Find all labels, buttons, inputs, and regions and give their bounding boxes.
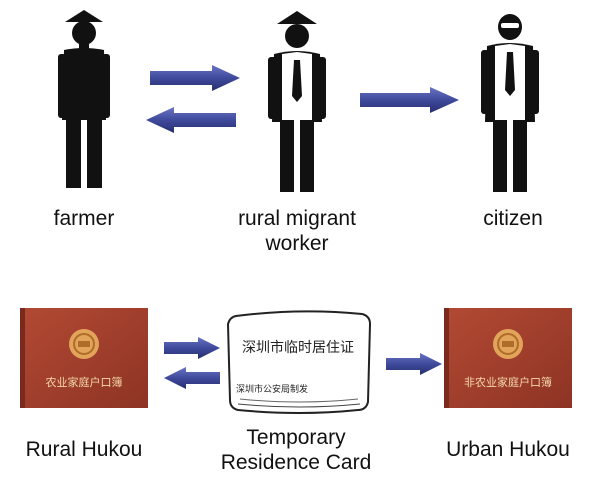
rural-hukou-label: Rural Hukou <box>25 438 143 461</box>
arrow-temporary-to-urban-icon <box>386 353 442 375</box>
arrow-farmer-to-migrant-icon <box>150 65 240 91</box>
citizen-label: citizen <box>483 207 543 230</box>
migrant-worker-label-line1: rural migrant <box>238 207 356 230</box>
temporary-residence-card-label-line2: Residence Card <box>220 451 372 474</box>
arrow-migrant-to-farmer-icon <box>146 107 236 133</box>
arrow-temporary-to-rural-icon <box>164 367 220 389</box>
temporary-residence-card-icon: 深圳市临时居住证 深圳市公安局制发 <box>226 310 372 414</box>
migrant-worker-label-line2: worker <box>265 232 329 255</box>
card-title-text: 深圳市临时居住证 <box>242 339 354 356</box>
temporary-residence-card-label: Temporary Residence Card <box>211 425 381 475</box>
urban-hukou-label: Urban Hukou <box>446 438 570 461</box>
urban-hukou-booklet-icon: 非农业家庭户口簿 <box>444 308 572 408</box>
rural-hukou-booklet-icon: 农业家庭户口簿 <box>20 308 148 408</box>
farmer-label: farmer <box>53 207 115 230</box>
arrow-migrant-to-citizen-icon <box>360 87 459 113</box>
national-emblem-icon <box>69 329 99 359</box>
migrant-worker-label: rural migrant worker <box>217 206 377 256</box>
arrow-rural-to-temporary-icon <box>164 337 220 359</box>
migrant-worker-figure-icon <box>268 11 326 192</box>
rural-booklet-cover-text: 农业家庭户口簿 <box>46 375 123 389</box>
national-emblem-icon <box>493 329 523 359</box>
citizen-figure-icon <box>481 14 539 192</box>
urban-booklet-cover-text: 非农业家庭户口簿 <box>464 375 552 389</box>
farmer-figure-icon <box>58 10 110 188</box>
card-sub-text: 深圳市公安局制发 <box>236 383 308 395</box>
temporary-residence-card-label-line1: Temporary <box>246 426 346 449</box>
